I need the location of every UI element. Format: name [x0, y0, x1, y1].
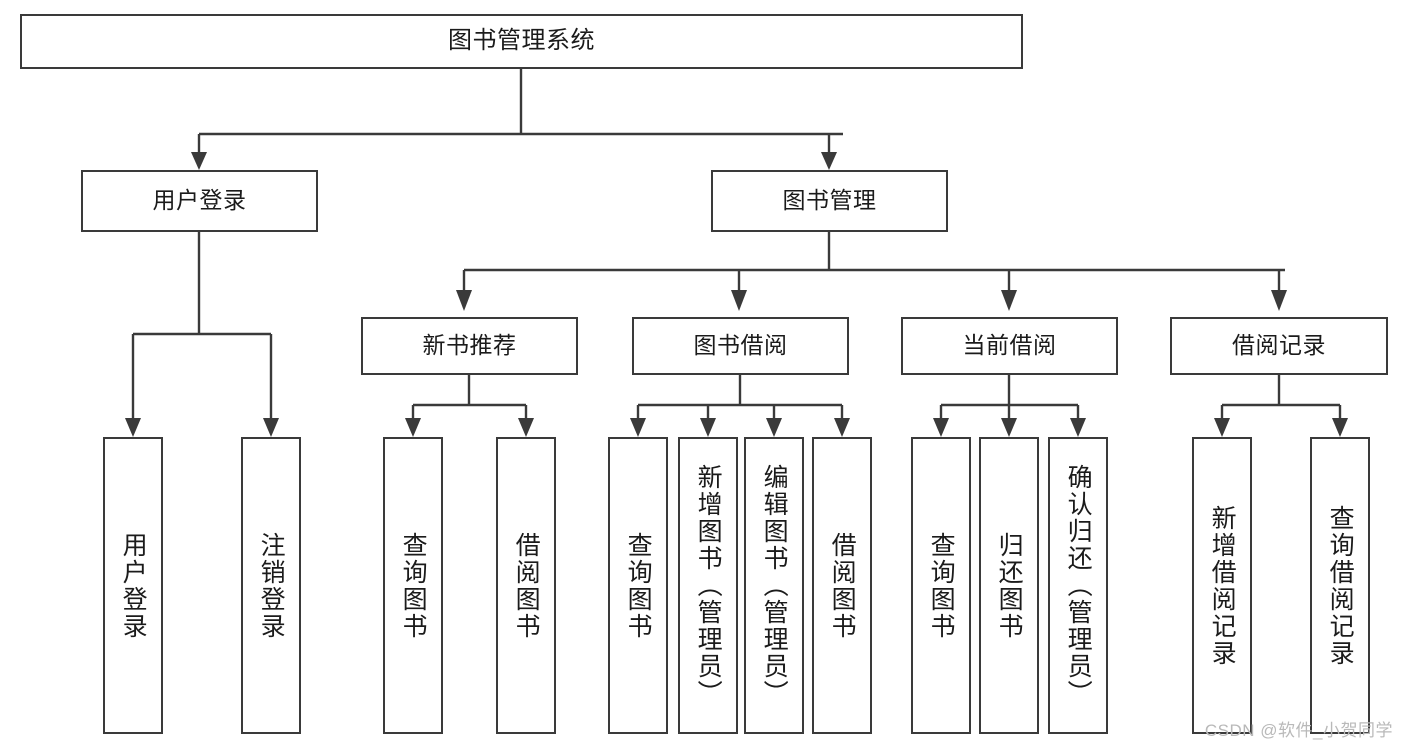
leaf-book-borrow-borrow-books[interactable]: 借阅图书: [812, 437, 872, 734]
leaf-new-book-query-books[interactable]: 查询图书: [383, 437, 443, 734]
leaf-book-borrow-add-book-admin[interactable]: 新增图书（管理员）: [678, 437, 738, 734]
leaf-user-login-logout[interactable]: 注销登录: [241, 437, 301, 734]
node-label: 注销登录: [257, 531, 286, 640]
node-new-book-recommend[interactable]: 新书推荐: [361, 317, 578, 375]
leaf-borrow-records-query-record[interactable]: 查询借阅记录: [1310, 437, 1370, 734]
node-label: 图书借阅: [693, 332, 788, 359]
leaf-new-book-borrow-books[interactable]: 借阅图书: [496, 437, 556, 734]
node-label: 确认归还（管理员）: [1064, 464, 1093, 707]
node-label: 图书管理: [782, 187, 877, 214]
leaf-current-borrow-confirm-return-admin[interactable]: 确认归还（管理员）: [1048, 437, 1108, 734]
node-label: 用户登录: [119, 531, 148, 640]
leaf-current-borrow-return-books[interactable]: 归还图书: [979, 437, 1039, 734]
node-label: 借阅图书: [828, 531, 857, 640]
node-label: 新增借阅记录: [1208, 504, 1237, 667]
node-label: 新书推荐: [422, 332, 517, 359]
node-label: 图书管理系统: [448, 27, 595, 55]
node-current-borrow[interactable]: 当前借阅: [901, 317, 1118, 375]
node-label: 借阅记录: [1232, 332, 1326, 359]
node-label: 编辑图书（管理员）: [760, 464, 789, 707]
node-book-borrow[interactable]: 图书借阅: [632, 317, 849, 375]
node-label: 查询图书: [927, 531, 956, 640]
node-root-book-management-system[interactable]: 图书管理系统: [20, 14, 1023, 69]
node-label: 新增图书（管理员）: [694, 464, 723, 707]
leaf-current-borrow-query-books[interactable]: 查询图书: [911, 437, 971, 734]
leaf-user-login-login[interactable]: 用户登录: [103, 437, 163, 734]
node-label: 归还图书: [995, 531, 1024, 640]
node-label: 当前借阅: [962, 332, 1057, 359]
node-label: 查询图书: [624, 531, 653, 640]
csdn-watermark: CSDN @软件_小贺同学: [1204, 721, 1393, 740]
leaf-borrow-records-add-record[interactable]: 新增借阅记录: [1192, 437, 1252, 734]
leaf-book-borrow-query-books[interactable]: 查询图书: [608, 437, 668, 734]
leaf-book-borrow-edit-book-admin[interactable]: 编辑图书（管理员）: [744, 437, 804, 734]
node-label: 用户登录: [152, 187, 247, 214]
node-label: 查询借阅记录: [1326, 504, 1355, 667]
node-label: 借阅图书: [512, 531, 541, 640]
node-book-management[interactable]: 图书管理: [711, 170, 948, 232]
node-user-login[interactable]: 用户登录: [81, 170, 318, 232]
node-label: 查询图书: [399, 531, 428, 640]
node-borrow-records[interactable]: 借阅记录: [1170, 317, 1388, 375]
